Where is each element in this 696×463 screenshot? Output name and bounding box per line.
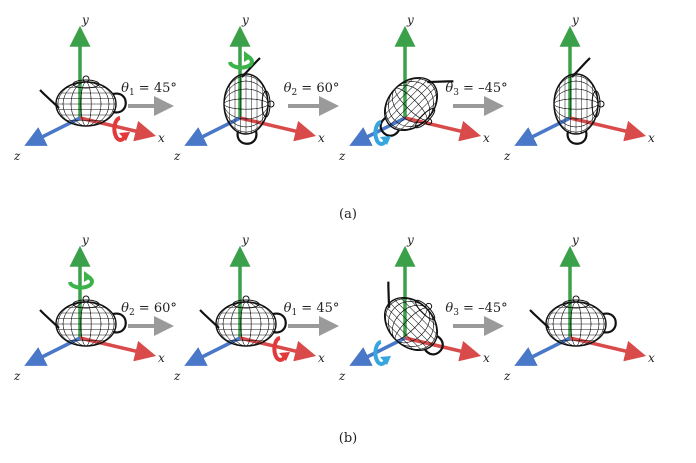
rotate-x-arrow-icon xyxy=(112,116,130,142)
rotate-x-arrow-icon xyxy=(272,336,290,362)
teapot-wireframe xyxy=(379,76,454,137)
x-axis-label: x xyxy=(483,351,490,365)
frame-a-2: y x z xyxy=(173,13,325,163)
z-axis xyxy=(349,116,406,146)
x-axis xyxy=(404,116,482,142)
y-axis-label: y xyxy=(241,233,249,247)
z-axis-label: z xyxy=(13,369,21,383)
frame-a-3: y x z xyxy=(338,13,490,163)
frame-a-1: y x z xyxy=(13,13,165,163)
step-equation-b-1: θ2 = 60° xyxy=(121,301,177,318)
rotate-z-arrow-icon xyxy=(373,120,391,146)
y-axis-label: y xyxy=(81,233,89,247)
y-axis-label: y xyxy=(571,233,579,247)
x-axis xyxy=(79,336,157,362)
x-axis-label: x xyxy=(483,131,490,145)
step-equation-b-2: θ1 = 45° xyxy=(284,301,340,318)
y-axis-label: y xyxy=(406,233,414,247)
z-axis xyxy=(514,116,571,146)
x-axis xyxy=(569,116,647,142)
step-equation-a-1: θ1 = 45° xyxy=(121,81,177,98)
caption-b: (b) xyxy=(339,431,357,446)
teapot-wireframe xyxy=(199,295,287,347)
z-axis-label: z xyxy=(173,149,181,163)
frame-b-3: y x z xyxy=(338,233,490,383)
z-axis xyxy=(184,116,241,146)
rotate-y-arrow-icon xyxy=(68,271,94,290)
frame-b-4: y x z xyxy=(503,233,655,383)
frame-b-1: y x z xyxy=(13,233,165,383)
rotate-y-arrow-icon xyxy=(228,51,254,70)
y-axis-label: y xyxy=(571,13,579,27)
x-axis xyxy=(404,336,482,362)
teapot-wireframe xyxy=(383,281,444,356)
x-axis-label: x xyxy=(318,351,325,365)
z-axis xyxy=(24,336,81,366)
z-axis-label: z xyxy=(338,149,346,163)
x-axis-label: x xyxy=(318,131,325,145)
teapot-wireframe xyxy=(223,57,275,145)
teapot-wireframe xyxy=(553,57,605,145)
y-axis-label: y xyxy=(81,13,89,27)
x-axis-label: x xyxy=(648,351,655,365)
y-axis-label: y xyxy=(406,13,414,27)
step-equation-b-3: θ3 = –45° xyxy=(445,301,507,318)
z-axis-label: z xyxy=(503,369,511,383)
step-equation-a-2: θ2 = 60° xyxy=(284,81,340,98)
x-axis-label: x xyxy=(648,131,655,145)
teapot-wireframe xyxy=(39,295,127,347)
frame-b-2: y x z xyxy=(173,233,325,383)
y-axis-label: y xyxy=(241,13,249,27)
teapot-wireframe xyxy=(39,75,127,127)
x-axis-label: x xyxy=(158,131,165,145)
z-axis-label: z xyxy=(338,369,346,383)
x-axis-label: x xyxy=(158,351,165,365)
z-axis xyxy=(514,336,571,366)
z-axis-label: z xyxy=(173,369,181,383)
z-axis xyxy=(184,336,241,366)
caption-a: (a) xyxy=(339,207,357,222)
step-equation-a-3: θ3 = –45° xyxy=(445,81,507,98)
x-axis xyxy=(239,116,317,142)
teapot-wireframe xyxy=(529,295,617,347)
frame-a-4: y x z xyxy=(503,13,655,163)
z-axis-label: z xyxy=(503,149,511,163)
z-axis xyxy=(24,116,81,146)
z-axis xyxy=(349,336,406,366)
x-axis xyxy=(569,336,647,362)
z-axis-label: z xyxy=(13,149,21,163)
rotate-z-arrow-icon xyxy=(373,340,391,366)
